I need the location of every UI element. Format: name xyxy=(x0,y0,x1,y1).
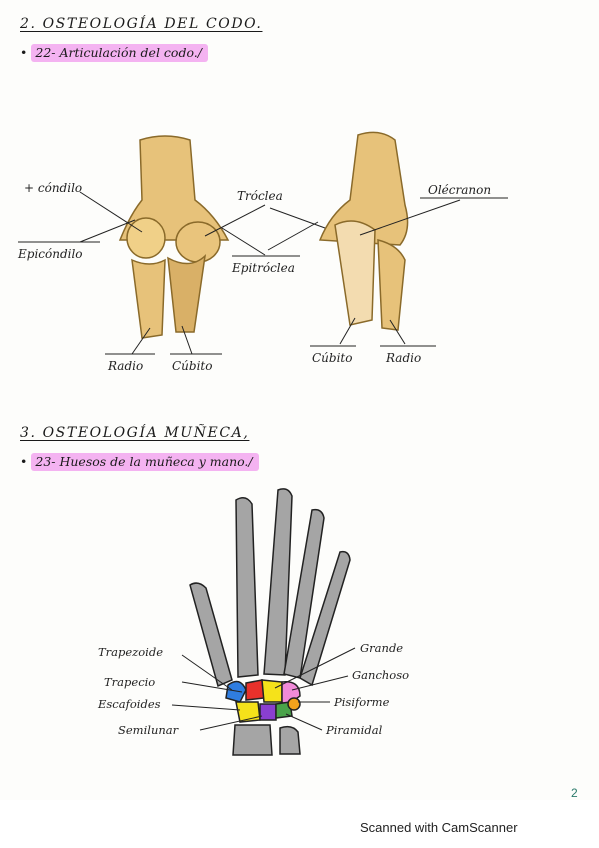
carpal-trapezium xyxy=(245,679,265,701)
section-3-bullet: •23- Huesos de la muñeca y mano./ xyxy=(20,453,259,471)
finger-middle xyxy=(263,488,293,676)
radius-distal xyxy=(232,724,273,756)
label-olecranon: Olécranon xyxy=(428,183,491,197)
carpal-trapezoid xyxy=(225,680,247,703)
label-epicondilo: Epicóndilo xyxy=(17,247,83,261)
elbow-leader-lines xyxy=(18,191,508,355)
bullet-dot: • xyxy=(20,45,28,60)
section-2-title: 2. OSTEOLOGÍA DEL CODO. xyxy=(20,16,263,32)
section-2-bullet: •22- Articulación del codo./ xyxy=(20,44,208,62)
page-mark: 2 xyxy=(571,786,578,800)
label-epitroclea: Epitróclea xyxy=(231,261,295,275)
leader-piramidal xyxy=(285,713,323,731)
section-2-bullet-text: 22- Articulación del codo./ xyxy=(31,44,208,62)
section-3-bullet-text: 23- Huesos de la muñeca y mano./ xyxy=(31,453,259,471)
wrist-leader-lines xyxy=(171,647,356,731)
leader-grande xyxy=(274,647,356,689)
trochlea-anterior xyxy=(175,221,221,263)
humerus-posterior xyxy=(318,131,409,246)
leader-trapecio xyxy=(181,681,243,693)
scanner-watermark: Scanned with CamScanner xyxy=(360,820,518,835)
finger-little xyxy=(299,550,351,687)
label-cubito-left: Cúbito xyxy=(172,359,212,373)
label-trapecio: Trapecio xyxy=(104,675,155,689)
leader-radio-left xyxy=(131,327,151,355)
radius-posterior xyxy=(377,239,406,331)
leader-cubito-right xyxy=(339,317,356,345)
hand-bones xyxy=(189,488,351,756)
leader-olecranon xyxy=(359,199,461,236)
leader-epicondilo xyxy=(79,219,136,243)
label-trapezoide: Trapezoide xyxy=(98,645,163,659)
radius-anterior xyxy=(131,258,166,339)
leader-ganchoso xyxy=(291,675,349,691)
leader-troclea-posterior xyxy=(269,207,326,229)
leader-troclea xyxy=(204,204,266,237)
label-pisiforme: Pisiforme xyxy=(333,695,390,709)
leader-condilo xyxy=(79,191,143,233)
label-radio-right: Radio xyxy=(385,351,421,365)
hand-illustration: Trapezoide Trapecio Escafoides Semilunar… xyxy=(97,488,409,756)
carpal-capitate xyxy=(261,679,283,703)
section-3-title: 3. OSTEOLOGÍA MUÑECA, xyxy=(20,425,250,441)
elbow-anterior-bones xyxy=(118,135,230,339)
humerus-anterior xyxy=(118,135,230,241)
elbow-illustration: + cóndilo Epicóndilo Tróclea Epitróclea … xyxy=(17,131,508,373)
finger-index xyxy=(235,497,259,678)
label-condilo: + cóndilo xyxy=(24,181,82,195)
label-radio-left: Radio xyxy=(107,359,143,373)
label-grande: Grande xyxy=(360,641,403,655)
label-troclea: Tróclea xyxy=(237,189,283,203)
finger-ring xyxy=(283,508,325,679)
label-semilunar: Semilunar xyxy=(118,723,180,737)
leader-radio-right xyxy=(389,319,406,345)
leader-cubito-left xyxy=(181,325,193,355)
carpal-bones xyxy=(225,679,301,723)
leader-escafoides xyxy=(171,704,241,711)
label-cubito-right: Cúbito xyxy=(312,351,352,365)
leader-epitroclea xyxy=(221,227,266,256)
olecranon-process xyxy=(334,220,376,326)
ulna-distal xyxy=(279,725,301,755)
ulna-anterior xyxy=(167,253,207,333)
label-escafoides: Escafoides xyxy=(97,697,161,711)
leader-epitroclea-posterior xyxy=(267,221,319,251)
elbow-posterior-bones xyxy=(318,131,409,331)
leader-semilunar xyxy=(199,715,263,731)
label-piramidal: Piramidal xyxy=(325,723,383,737)
label-ganchoso: Ganchoso xyxy=(352,668,409,682)
finger-thumb xyxy=(189,582,233,688)
carpal-lunate xyxy=(259,703,277,721)
carpal-pisiform xyxy=(287,697,301,711)
leader-trapezoide xyxy=(181,654,233,691)
bullet-dot: • xyxy=(20,454,28,469)
capitulum xyxy=(126,217,166,259)
